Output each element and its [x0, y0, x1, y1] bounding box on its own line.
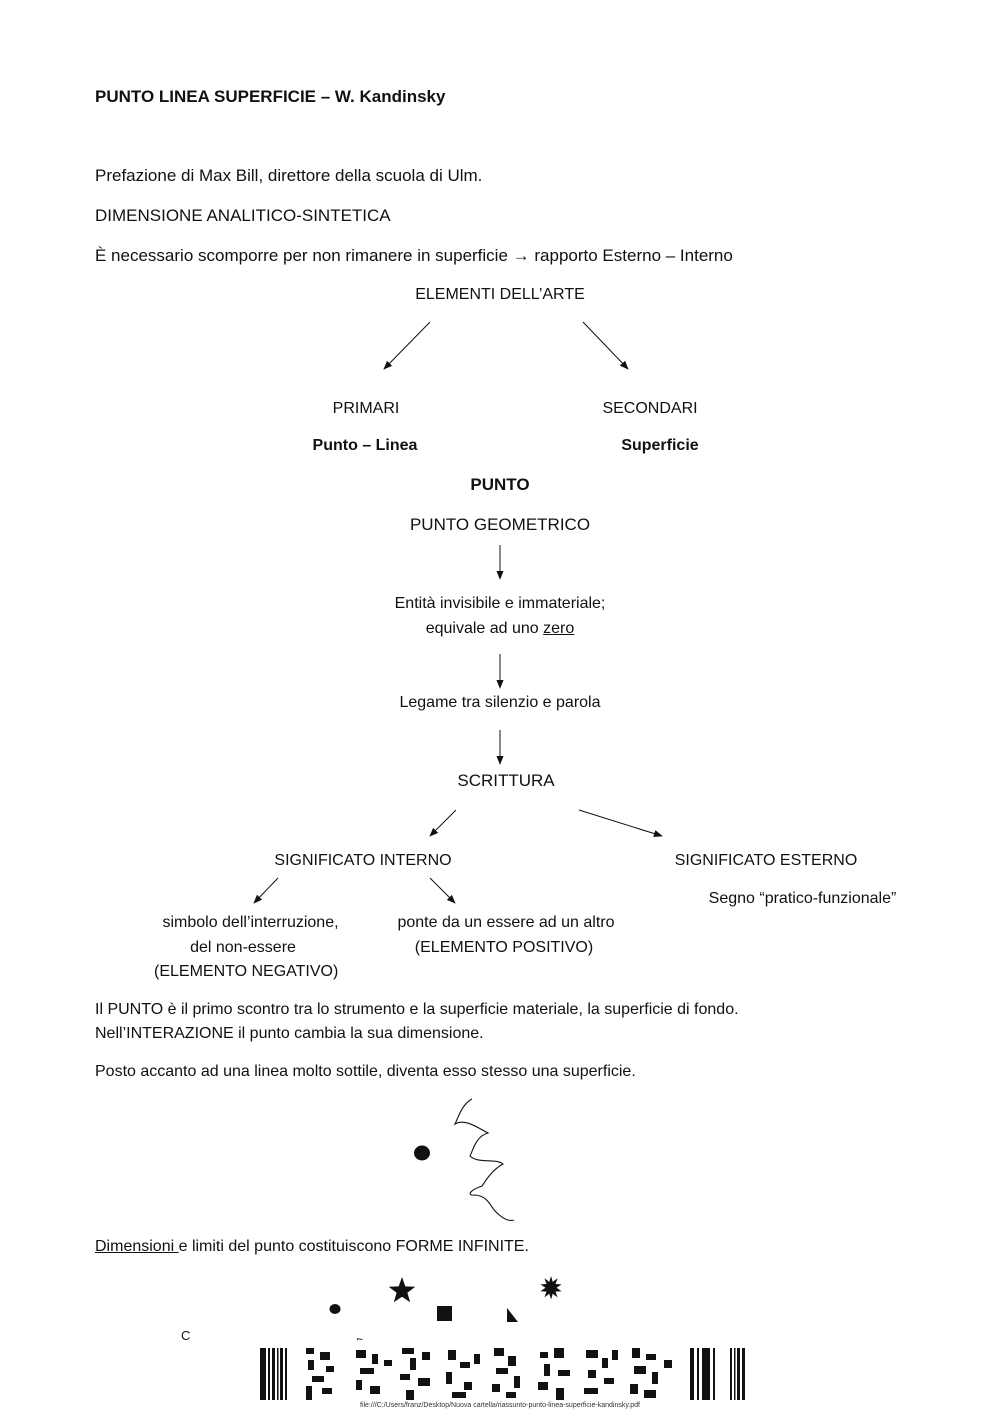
document-title: PUNTO LINEA SUPERFICIE – W. Kandinsky: [95, 87, 446, 106]
arrow-to-secondary: [582, 321, 629, 370]
dimensions-word: Dimensioni: [95, 1238, 179, 1255]
external-meaning: SIGNIFICATO ESTERNO: [674, 852, 858, 869]
arrow-to-primary: [383, 321, 431, 370]
square-icon: [437, 1306, 452, 1321]
necessity-text: È necessario scomporre per non rimanere …: [95, 246, 508, 265]
dimension-line: DIMENSIONE ANALITICO-SINTETICA: [95, 206, 391, 225]
internal-meaning: SIGNIFICATO INTERNO: [274, 852, 452, 869]
bond-line: Legame tra silenzio e parola: [399, 694, 601, 711]
negative-line-2: del non-essere: [190, 939, 296, 956]
elements-heading: ELEMENTI DELL’ARTE: [415, 286, 585, 303]
fragment-d: D: [356, 1333, 364, 1340]
fragment-c: C: [181, 1328, 191, 1343]
thin-squiggly-line: [453, 1098, 515, 1222]
arrow-to-negative: [253, 877, 279, 904]
small-dot-icon: [329, 1304, 341, 1314]
paragraph-1-line-1: Il PUNTO è il primo scontro tra lo strum…: [95, 1001, 739, 1018]
punto-heading: PUNTO: [470, 475, 530, 494]
secondary-label: SECONDARI: [602, 400, 698, 417]
paragraph-1-line-2: Nell’INTERAZIONE il punto cambia la sua …: [95, 1025, 484, 1042]
writing-label: SCRITTURA: [457, 771, 555, 790]
entity-line-2: equivale ad uno zero: [350, 619, 650, 639]
relation-text: rapporto Esterno – Interno: [534, 246, 733, 265]
starburst-icon: [540, 1276, 562, 1300]
primary-label: PRIMARI: [332, 400, 400, 417]
negative-line-1: simbolo dell’interruzione,: [162, 914, 339, 931]
arrow-to-external: [578, 809, 663, 838]
necessity-line: È necessario scomporre per non rimanere …: [95, 246, 733, 266]
positive-line-2: (ELEMENTO POSITIVO): [414, 939, 594, 956]
right-arrow-icon: →: [512, 246, 530, 265]
arrow-to-positive: [429, 877, 456, 904]
entity-zero-prefix: equivale ad uno: [425, 620, 544, 637]
barcode-icon: [260, 1348, 745, 1400]
forms-line: Dimensioni e limiti del punto costituisc…: [95, 1237, 529, 1257]
star-icon: [388, 1277, 416, 1303]
entity-line-1: Entità invisibile e immateriale;: [394, 595, 606, 612]
positive-line-1: ponte da un essere ad un altro: [397, 914, 615, 931]
dot-icon: [414, 1145, 430, 1161]
negative-line-3: (ELEMENTO NEGATIVO): [154, 963, 339, 980]
punto-geometric: PUNTO GEOMETRICO: [409, 515, 591, 534]
triangle-icon: [507, 1308, 518, 1322]
primary-items: Punto – Linea: [312, 437, 418, 454]
paragraph-2: Posto accanto ad una linea molto sottile…: [95, 1063, 636, 1080]
arrow-to-internal: [429, 809, 457, 837]
external-sign: Segno “pratico-funzionale”: [708, 890, 897, 907]
footer-path: file:///C:/Users/franz/Desktop/Nuova car…: [360, 1402, 640, 1409]
forms-text: e limiti del punto costituiscono FORME I…: [178, 1238, 529, 1255]
preface-line: Prefazione di Max Bill, direttore della …: [95, 166, 483, 185]
zero-word: zero: [543, 620, 575, 637]
secondary-items: Superficie: [621, 437, 699, 454]
